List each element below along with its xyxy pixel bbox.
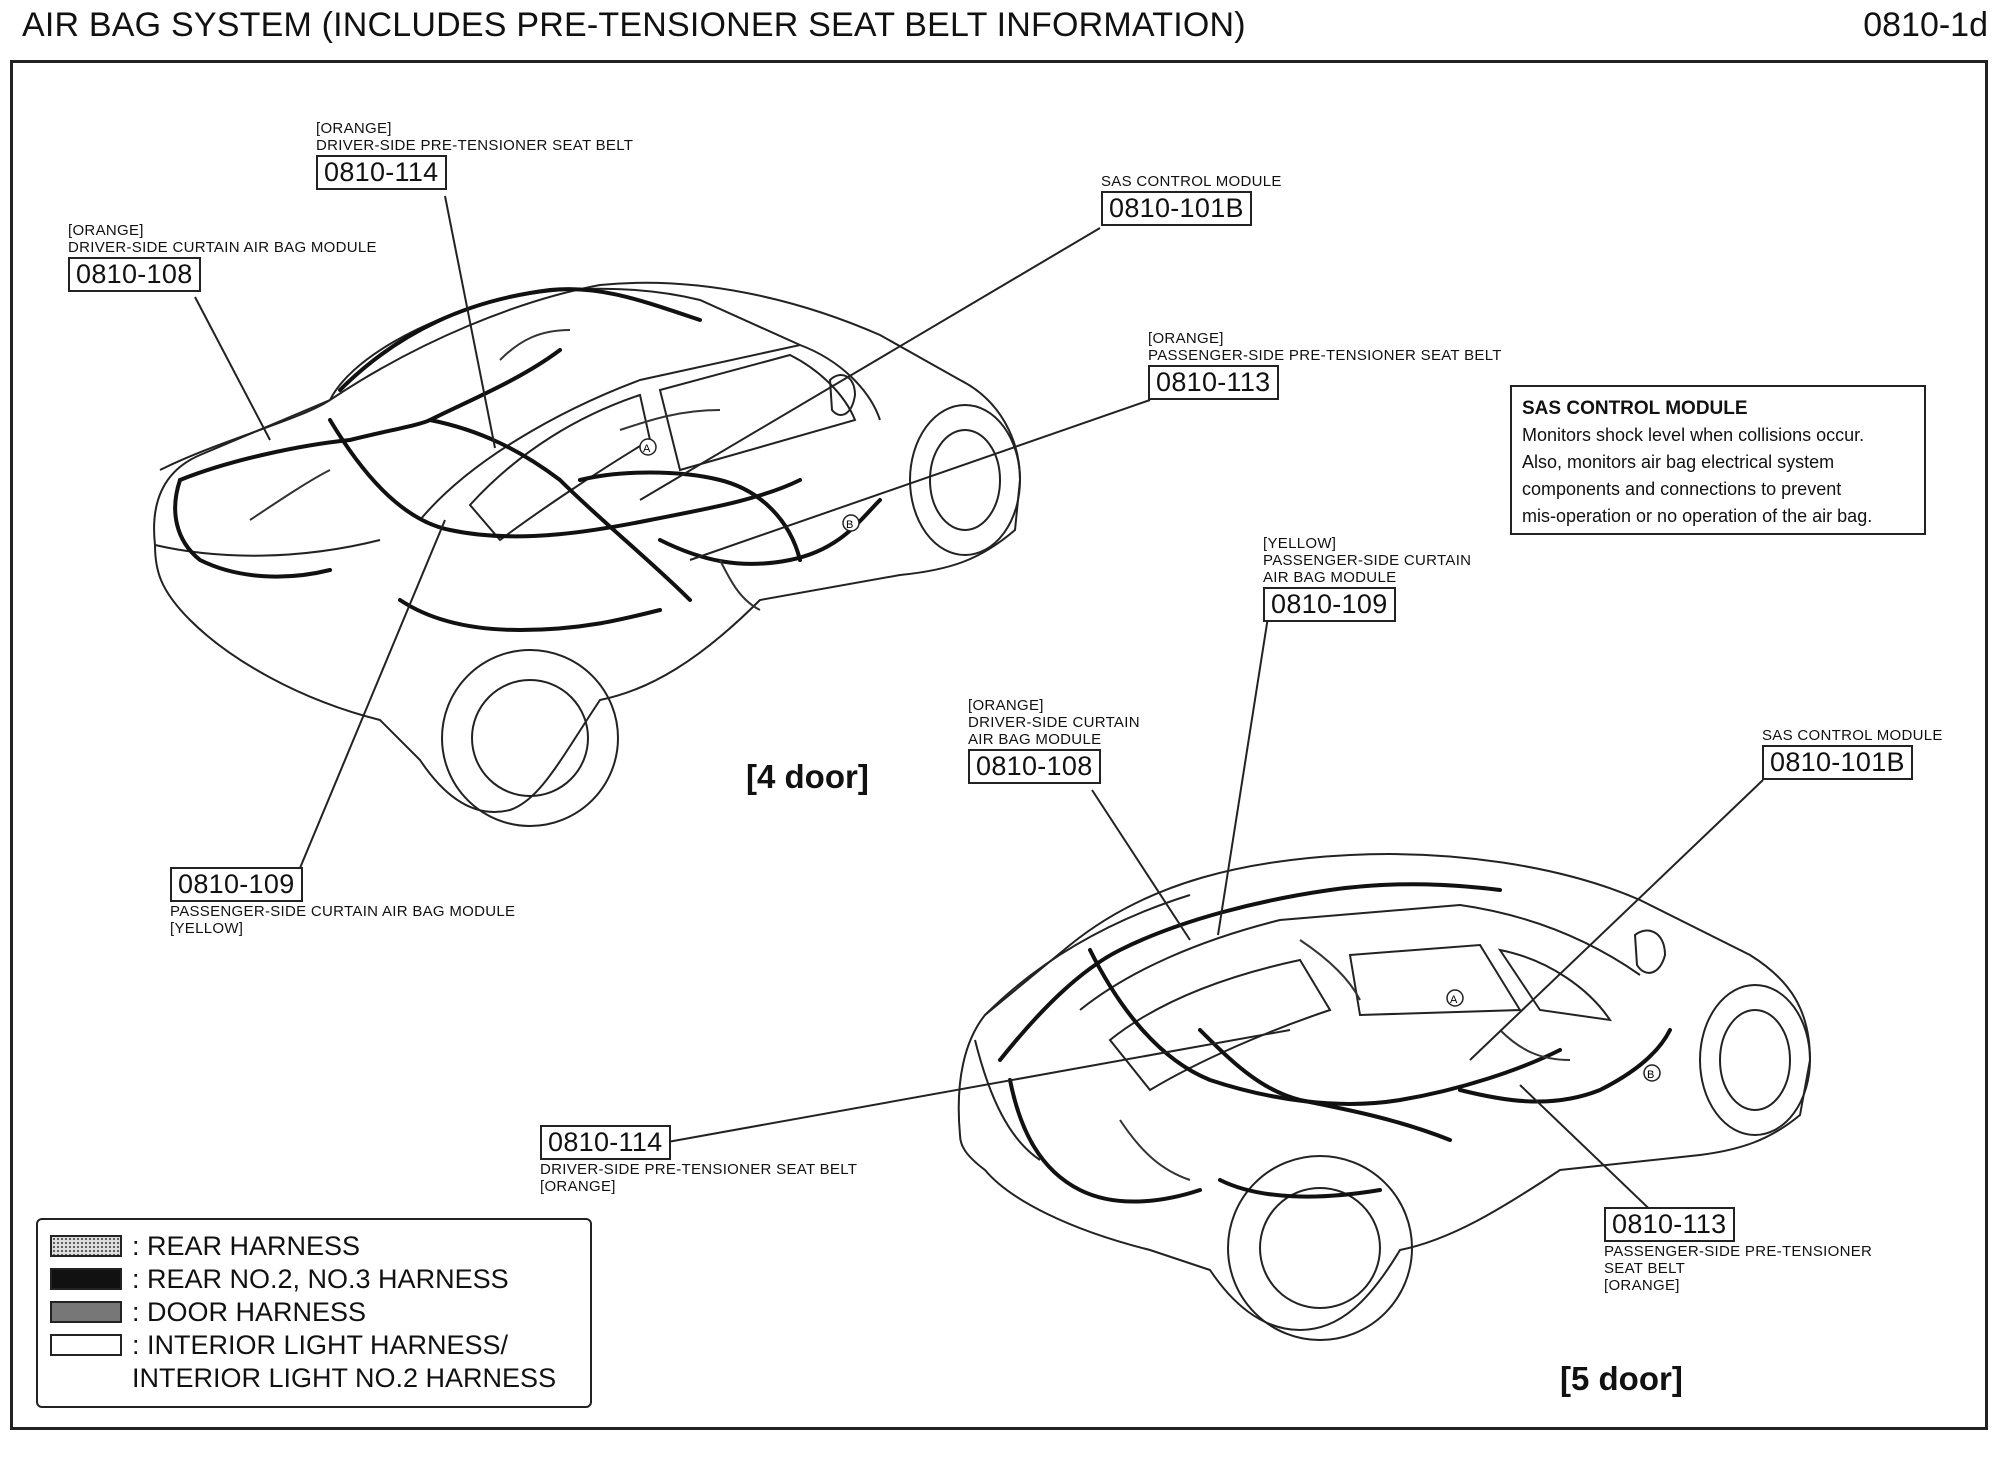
- marker-label-b-5door: B: [1647, 1069, 1654, 1081]
- callout-code: 0810-113: [1148, 365, 1279, 400]
- legend-label-line2: INTERIOR LIGHT NO.2 HARNESS: [132, 1363, 557, 1393]
- harness-4-door: [173, 287, 882, 633]
- legend-item-rear-harness: : REAR HARNESS: [50, 1230, 578, 1263]
- callout-code: 0810-114: [316, 155, 447, 190]
- info-box-line: Monitors shock level when collisions occ…: [1522, 425, 1865, 445]
- legend-label-line1: : INTERIOR LIGHT HARNESS/: [132, 1330, 509, 1360]
- info-box-title: SAS CONTROL MODULE: [1522, 398, 1748, 419]
- callout-code: 0810-101B: [1762, 745, 1913, 780]
- legend-label: : DOOR HARNESS: [132, 1297, 367, 1327]
- callout-4door-driver-curtain: [ORANGE] DRIVER-SIDE CURTAIN AIR BAG MOD…: [68, 222, 377, 293]
- callout-color: [ORANGE]: [1148, 330, 1224, 347]
- harness-4-door-thin: [249, 329, 761, 611]
- callout-code: 0810-101B: [1101, 191, 1252, 226]
- leader-lines: [194, 195, 1764, 1225]
- callout-name-line2: SEAT BELT: [1604, 1260, 1686, 1277]
- callout-name-line1: PASSENGER-SIDE PRE-TENSIONER: [1604, 1243, 1873, 1260]
- legend-item-rear-no2-no3: : REAR NO.2, NO.3 HARNESS: [50, 1263, 578, 1296]
- connector-marker-a-4door: [639, 438, 657, 456]
- callout-code: 0810-108: [968, 749, 1101, 784]
- connector-marker-b-4door: [842, 514, 860, 532]
- car-5-door: [957, 853, 1812, 1341]
- callout-code: 0810-109: [1263, 587, 1396, 622]
- callout-code: 0810-114: [540, 1125, 671, 1160]
- callout-name: DRIVER-SIDE PRE-TENSIONER SEAT BELT: [540, 1161, 858, 1178]
- info-box-line: components and connections to prevent: [1522, 479, 1842, 499]
- harness-5-door-thin: [1119, 939, 1571, 1181]
- callout-4door-driver-pretensioner: [ORANGE] DRIVER-SIDE PRE-TENSIONER SEAT …: [316, 120, 633, 191]
- page-code: 0810-1d: [1863, 6, 1988, 44]
- info-box-line: Also, monitors air bag electrical system: [1522, 452, 1835, 472]
- swatch-gray-icon: [50, 1301, 122, 1323]
- callout-4door-passenger-curtain: 0810-109 PASSENGER-SIDE CURTAIN AIR BAG …: [170, 866, 515, 937]
- callout-name-line1: DRIVER-SIDE CURTAIN: [968, 714, 1140, 731]
- callout-name: DRIVER-SIDE PRE-TENSIONER SEAT BELT: [316, 137, 634, 154]
- legend-label: : REAR NO.2, NO.3 HARNESS: [132, 1264, 509, 1294]
- marker-label-b-4door: B: [846, 519, 853, 531]
- callout-4door-passenger-pretensioner: [ORANGE] PASSENGER-SIDE PRE-TENSIONER SE…: [1148, 330, 1502, 401]
- diagram-frame: [10, 60, 1988, 1430]
- callout-color: [ORANGE]: [968, 697, 1044, 714]
- sas-info-box: SAS CONTROL MODULE Monitors shock level …: [1510, 385, 1926, 535]
- callout-code: 0810-109: [170, 867, 303, 902]
- callout-5door-passenger-curtain: [YELLOW] PASSENGER-SIDE CURTAIN AIR BAG …: [1263, 535, 1471, 623]
- callout-code: 0810-108: [68, 257, 201, 292]
- harness-legend: : REAR HARNESS : REAR NO.2, NO.3 HARNESS…: [36, 1218, 592, 1408]
- callout-name-line1: PASSENGER-SIDE CURTAIN: [1263, 552, 1472, 569]
- callout-name-line2: AIR BAG MODULE: [968, 731, 1102, 748]
- legend-item-interior-light: : INTERIOR LIGHT HARNESS/ INTERIOR LIGHT…: [50, 1329, 578, 1395]
- callout-name-line2: AIR BAG MODULE: [1263, 569, 1397, 586]
- callout-color: [ORANGE]: [68, 222, 144, 239]
- callout-name: PASSENGER-SIDE CURTAIN AIR BAG MODULE: [170, 903, 516, 920]
- callout-5door-sas-module: SAS CONTROL MODULE 0810-101B: [1762, 727, 1943, 781]
- callout-5door-driver-pretensioner: 0810-114 DRIVER-SIDE PRE-TENSIONER SEAT …: [540, 1124, 857, 1195]
- info-box-line: mis-operation or no operation of the air…: [1522, 506, 1873, 526]
- callout-name: DRIVER-SIDE CURTAIN AIR BAG MODULE: [68, 239, 377, 256]
- legend-label: : REAR HARNESS: [132, 1231, 361, 1261]
- callout-4door-sas-module: SAS CONTROL MODULE 0810-101B: [1101, 173, 1282, 227]
- callout-5door-driver-curtain: [ORANGE] DRIVER-SIDE CURTAIN AIR BAG MOD…: [968, 697, 1140, 785]
- callout-color: [ORANGE]: [316, 120, 392, 137]
- callout-name: SAS CONTROL MODULE: [1101, 173, 1282, 190]
- swatch-black-icon: [50, 1268, 122, 1290]
- page-title: AIR BAG SYSTEM (INCLUDES PRE-TENSIONER S…: [22, 6, 1246, 44]
- callout-name: SAS CONTROL MODULE: [1762, 727, 1943, 744]
- callout-code: 0810-113: [1604, 1207, 1735, 1242]
- callout-color: [YELLOW]: [170, 920, 244, 937]
- door-label-5-door: [5 door]: [1560, 1360, 1683, 1397]
- swatch-outline-icon: [50, 1334, 122, 1356]
- callout-name: PASSENGER-SIDE PRE-TENSIONER SEAT BELT: [1148, 347, 1502, 364]
- door-label-4-door: [4 door]: [746, 758, 869, 795]
- callout-color: [YELLOW]: [1263, 535, 1337, 552]
- legend-item-door-harness: : DOOR HARNESS: [50, 1296, 578, 1329]
- marker-label-a-5door: A: [1450, 994, 1458, 1006]
- swatch-dotted-icon: [50, 1235, 122, 1257]
- marker-label-a-4door: A: [643, 443, 651, 455]
- callout-5door-passenger-pretensioner: 0810-113 PASSENGER-SIDE PRE-TENSIONER SE…: [1604, 1206, 1872, 1294]
- harness-5-door: [998, 882, 1672, 1204]
- car-4-door: [153, 281, 1022, 827]
- callout-color: [ORANGE]: [1604, 1277, 1680, 1294]
- connector-marker-b-5door: [1643, 1064, 1661, 1082]
- connector-marker-a-5door: [1446, 989, 1464, 1007]
- callout-color: [ORANGE]: [540, 1178, 616, 1195]
